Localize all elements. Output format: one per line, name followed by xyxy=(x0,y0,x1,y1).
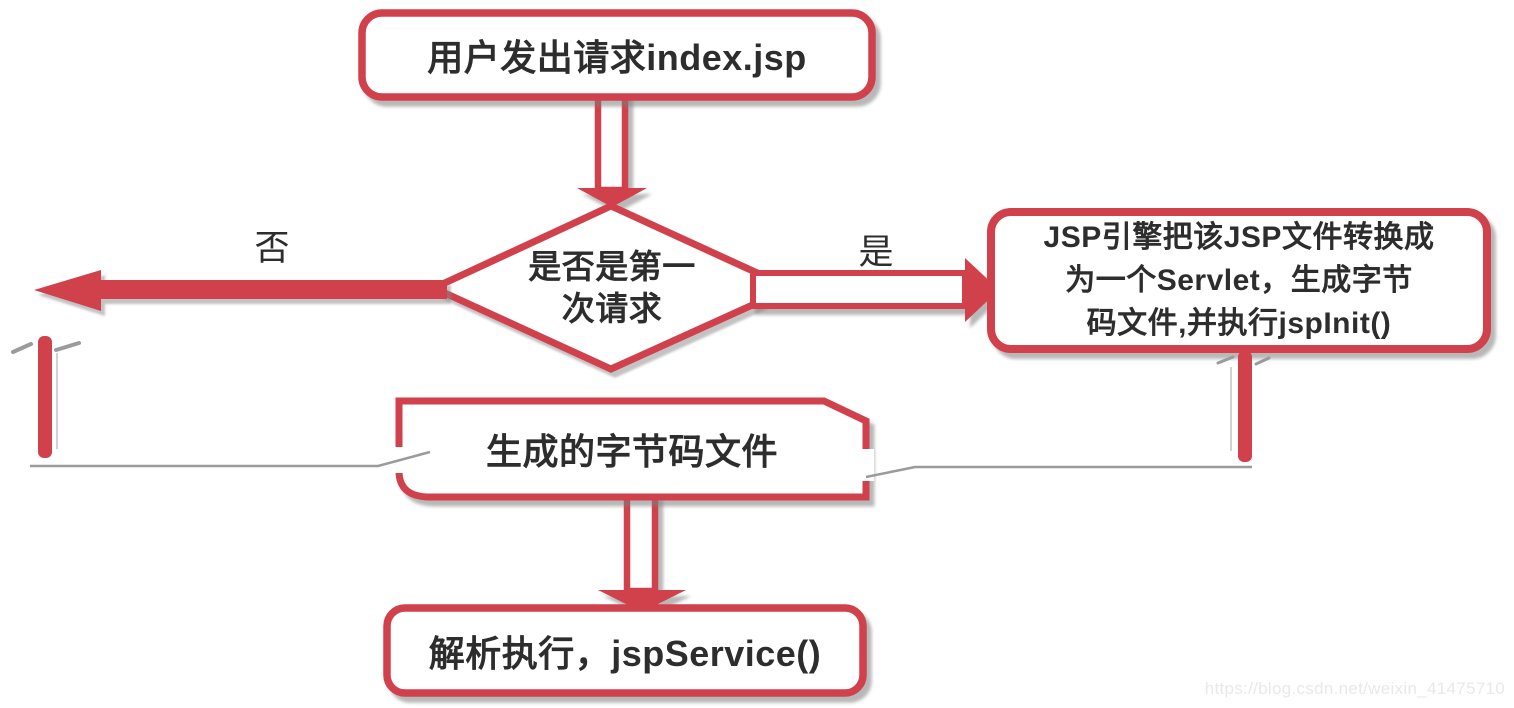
node-jsp-engine-box xyxy=(987,208,1491,353)
connector-right-return xyxy=(865,351,1271,479)
node-user-request-label: 用户发出请求index.jsp xyxy=(427,37,807,78)
arrow-right-yes-branch xyxy=(750,258,999,322)
node-execute-box xyxy=(383,604,867,697)
connector-left-tick-icon xyxy=(11,342,33,354)
node-bytecode-label: 生成的字节码文件 xyxy=(485,431,778,472)
decision-diamond xyxy=(425,202,799,373)
node-user-request-box xyxy=(358,9,876,101)
bytecode-box-right-border-gap xyxy=(859,449,874,481)
connector-left-tick-icon xyxy=(54,341,81,352)
edge-yes-label: 是 xyxy=(858,232,894,272)
watermark-url: https://blog.csdn.net/weixin_41475710 xyxy=(1204,679,1505,698)
node-jsp-engine-label: JSP引擎把该JSP文件转换成 为一个Servlet，生成字节 码文件,并执行j… xyxy=(1043,220,1435,341)
node-execute-label: 解析执行，jspService() xyxy=(428,632,822,674)
arrow-down-request-to-decision xyxy=(577,90,647,207)
connector-right-tick-icon xyxy=(1254,356,1271,366)
arrow-head-down-icon xyxy=(577,188,647,207)
node-decision-label: 是否是第一 次请求 xyxy=(528,248,696,327)
arrow-head-right-icon xyxy=(965,258,999,322)
arrow-down-bytecode-to-execute xyxy=(598,493,686,612)
arrow-head-down-icon xyxy=(598,590,686,612)
connector-right-horizontal-line xyxy=(865,465,1252,479)
arrow-shaft xyxy=(623,493,659,595)
connector-right-tick-icon xyxy=(1216,355,1235,365)
connector-left-horizontal-line xyxy=(30,450,431,468)
arrow-left-no-branch xyxy=(34,270,447,311)
connector-right-red-bar xyxy=(1238,351,1252,462)
edge-no-label: 否 xyxy=(254,228,290,268)
arrow-shaft xyxy=(594,90,629,194)
connector-left-red-bar xyxy=(38,336,52,458)
connector-left-return xyxy=(11,336,431,468)
